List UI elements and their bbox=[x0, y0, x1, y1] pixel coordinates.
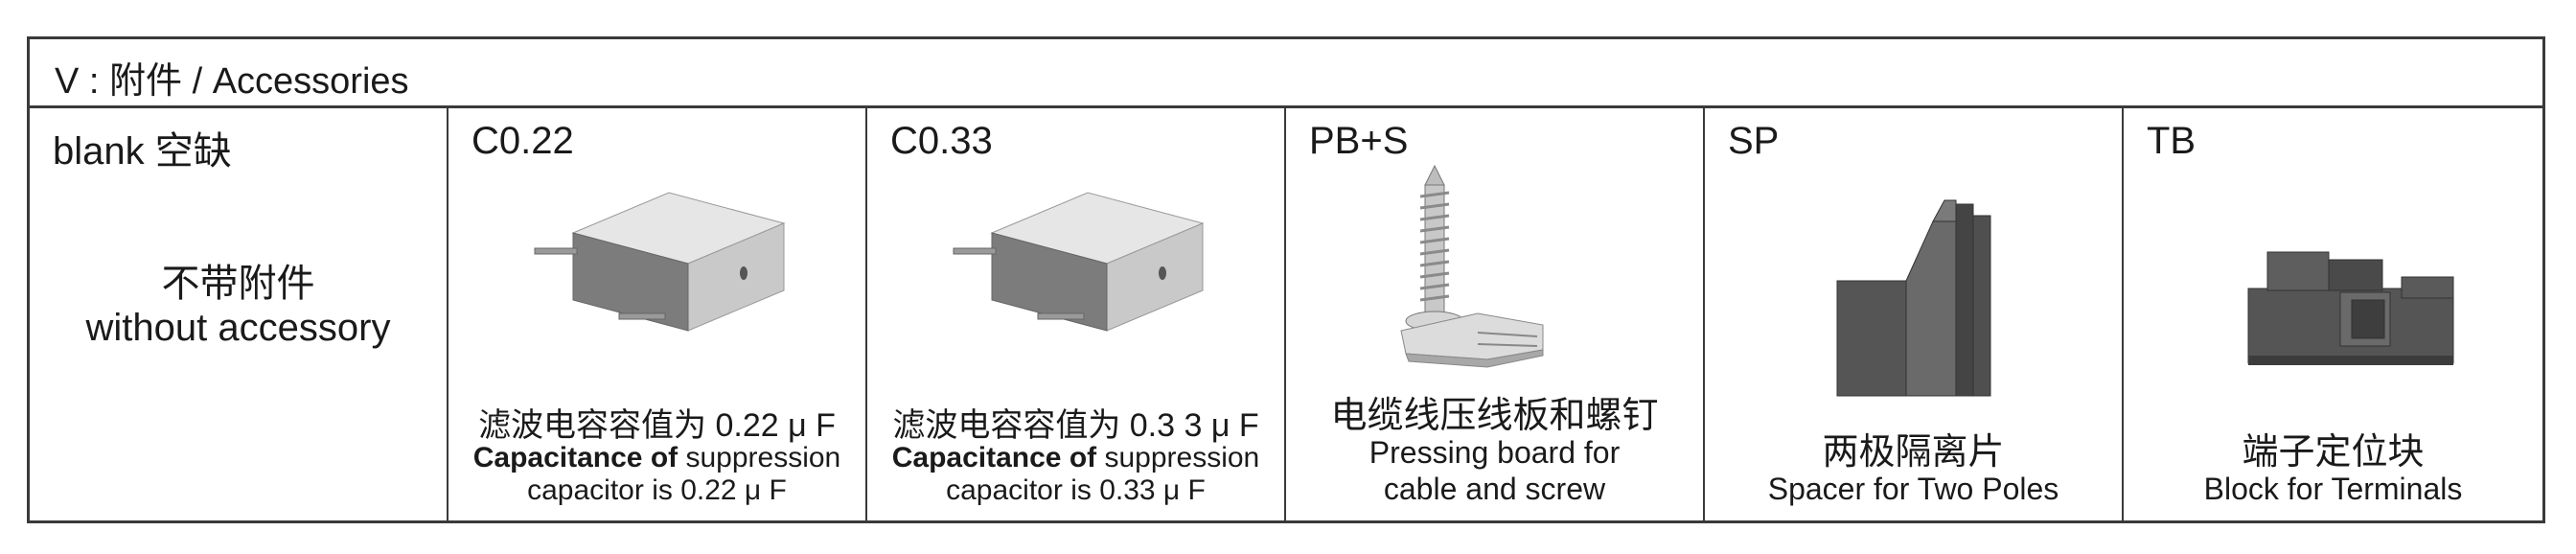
pbs-description: 电缆线压线板和螺钉 Pressing board for cable and s… bbox=[1286, 398, 1703, 507]
capacitance-caption: 滤波电容容值为 0.22 μ F Capacitance of suppress… bbox=[448, 409, 865, 507]
blank-description: 不带附件 without accessory bbox=[30, 262, 447, 350]
caption-zh: 滤波电容容值为 0.3 3 μ F bbox=[892, 407, 1259, 444]
caption-bold: Capacitance of bbox=[891, 442, 1097, 473]
caption-en-line1: Capacitance of suppression bbox=[448, 442, 865, 474]
code-label: C0.33 bbox=[890, 120, 993, 162]
capacitance-caption: 滤波电容容值为 0.3 3 μ F Capacitance of suppres… bbox=[867, 409, 1284, 507]
cell-tb: TB 端子定位块 Block for Terminals bbox=[2124, 108, 2542, 520]
caption-en1: suppression bbox=[1096, 442, 1260, 473]
spacer-icon bbox=[1836, 199, 1991, 397]
desc-zh: 两极隔离片 bbox=[1822, 432, 2005, 473]
desc-zh: 电缆线压线板和螺钉 bbox=[1330, 396, 1659, 436]
capacitor-icon bbox=[953, 192, 1205, 332]
cell-c033: C0.33 滤波电容容值为 0.3 3 μ F Capacitance of s… bbox=[867, 108, 1286, 520]
desc-zh: 不带附件 bbox=[161, 263, 315, 305]
caption-en1: suppression bbox=[678, 442, 841, 473]
cell-c022: C0.22 滤波电容容值为 0.22 μ F Capacitance of su… bbox=[448, 108, 867, 520]
header-title: V : 附件 / Accessories bbox=[55, 61, 409, 102]
code-label: C0.22 bbox=[472, 120, 574, 162]
code-label: SP bbox=[1728, 120, 1780, 162]
desc-zh: 端子定位块 bbox=[2242, 432, 2425, 473]
caption-en2: capacitor is 0.33 μ F bbox=[946, 474, 1206, 506]
sp-description: 两极隔离片 Spacer for Two Poles bbox=[1705, 434, 2122, 507]
cell-sp: SP 两极隔离片 Spacer for Two Poles bbox=[1705, 108, 2124, 520]
cell-blank: blank 空缺 不带附件 without accessory bbox=[30, 108, 448, 520]
desc-en1: Block for Terminals bbox=[2203, 472, 2463, 506]
desc-en1: Spacer for Two Poles bbox=[1767, 472, 2059, 506]
caption-en2: capacitor is 0.22 μ F bbox=[527, 474, 787, 506]
pressing-board-screw-icon bbox=[1400, 164, 1544, 368]
desc-en: without accessory bbox=[85, 307, 391, 349]
cell-pbs: PB+S 电缆线压线板和螺钉 bbox=[1286, 108, 1705, 520]
tb-description: 端子定位块 Block for Terminals bbox=[2124, 434, 2542, 507]
caption-bold: Capacitance of bbox=[472, 442, 678, 473]
terminal-block-icon bbox=[2247, 251, 2454, 365]
code-label: PB+S bbox=[1309, 120, 1409, 162]
accessories-row: blank 空缺 不带附件 without accessory C0.22 滤波… bbox=[30, 108, 2542, 520]
desc-en2: cable and screw bbox=[1383, 472, 1606, 506]
accessories-table: V : 附件 / Accessories blank 空缺 不带附件 witho… bbox=[27, 36, 2545, 523]
desc-en1: Pressing board for bbox=[1368, 435, 1621, 470]
capacitor-icon bbox=[534, 192, 786, 332]
caption-en-line1: Capacitance of suppression bbox=[867, 442, 1284, 474]
code-label: TB bbox=[2147, 120, 2196, 162]
code-label: blank 空缺 bbox=[53, 130, 232, 173]
caption-zh: 滤波电容容值为 0.22 μ F bbox=[478, 407, 836, 444]
table-header: V : 附件 / Accessories bbox=[30, 39, 2542, 108]
